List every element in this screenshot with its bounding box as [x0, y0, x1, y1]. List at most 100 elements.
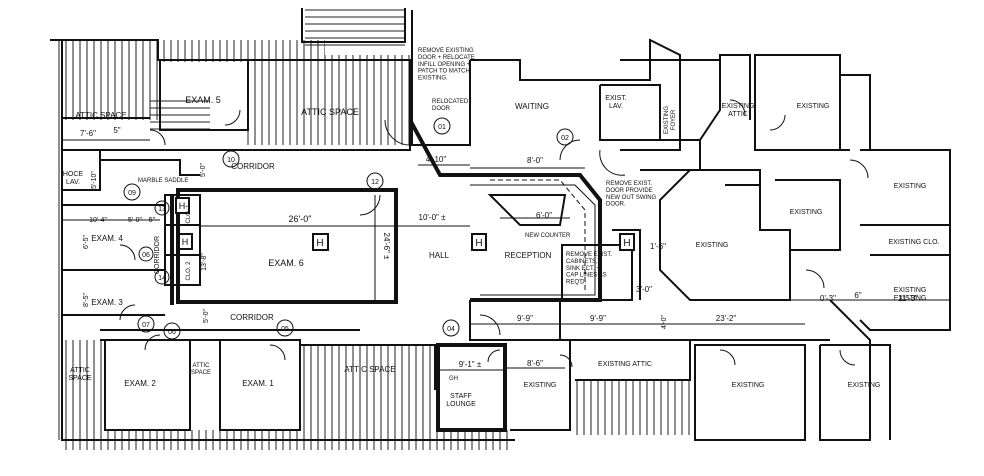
plan-label: 5'-0": [128, 217, 142, 224]
room-corridor-bottom: CORRIDOR: [230, 313, 274, 322]
room-existing-4: EXISTING: [696, 242, 729, 249]
room-existing-clo: EXISTING CLO.: [889, 239, 940, 246]
room-exam6: EXAM. 6: [268, 258, 304, 268]
plan-label: 9'-1" ±: [459, 360, 482, 369]
plan-label: 5'-10": [91, 171, 98, 189]
note-new-counter: NEW COUNTER: [525, 233, 571, 239]
door-tag: 09: [123, 183, 141, 201]
room-existing-2: EXISTING: [894, 183, 927, 190]
door-tag: 06: [163, 322, 181, 340]
plan-label: 02: [561, 135, 569, 142]
attic-hatch-regions: [58, 8, 690, 450]
plan-label: 8'-5": [83, 293, 90, 307]
room-attic-space-bottom: ATTIC SPACE: [344, 365, 395, 374]
door-tag: 01: [433, 117, 451, 135]
room-reception: RECEPTION: [505, 251, 552, 260]
plan-label: 07: [142, 322, 150, 329]
plan-label: 5'-0": [203, 309, 210, 323]
plan-label: H: [182, 237, 189, 247]
door-swings: [119, 99, 869, 368]
plan-label: H: [179, 201, 186, 211]
hvac-unit-icon: H: [471, 233, 487, 251]
plan-label: 3'-0": [636, 285, 652, 294]
plan-label: 0'-3": [820, 294, 836, 303]
note-remove-cabinets: REMOVE EXIST.CABINETS,SINK ECT. +CAP LIN…: [566, 252, 612, 286]
room-exam4: EXAM. 4: [91, 234, 123, 243]
plan-label: 6": [854, 291, 861, 300]
dimension-lines: [62, 139, 950, 371]
plan-label: 5": [113, 126, 120, 135]
room-existing-8: EXISTING: [848, 382, 881, 389]
door-tags: 01 02 04 05 06 07 09 10 12 13 14 06: [123, 117, 574, 340]
door-tag: 07: [137, 315, 155, 333]
plan-label: 06: [142, 252, 150, 259]
hvac-unit-icon: H: [312, 233, 329, 251]
hvac-unit-icon: H: [178, 233, 193, 250]
room-exam2: EXAM. 2: [124, 379, 156, 388]
plan-label: 26'-0": [289, 214, 312, 224]
room-existing-3: EXISTING: [790, 209, 823, 216]
plan-label: 12: [371, 179, 379, 186]
hvac-unit-icon: H: [175, 197, 190, 214]
plan-label: 14: [158, 275, 166, 282]
note-marble-saddle: MARBLE SADDLE: [138, 178, 188, 184]
plan-label: 4'-0": [661, 315, 668, 329]
room-exam5: EXAM. 5: [185, 95, 221, 105]
plan-label: 1'-6": [650, 242, 666, 251]
plan-label: 24'-6" ±: [382, 233, 391, 261]
plan-label: 10: [227, 157, 235, 164]
plan-label: 23'-2": [716, 314, 737, 323]
plan-label: 06: [168, 329, 176, 336]
door-tag: 02: [556, 128, 574, 146]
hvac-unit-icon: H: [619, 233, 635, 251]
room-existing-1: EXISTING: [797, 103, 830, 110]
plan-label: 13: [158, 206, 166, 213]
plan-label: 8'-0": [527, 156, 543, 165]
equipment-markers: H H H H H: [175, 197, 635, 251]
plan-label: 05: [281, 326, 289, 333]
room-exam3: EXAM. 3: [91, 298, 123, 307]
plan-label: 7'-6": [80, 129, 96, 138]
room-existing-5: EXISTING: [894, 287, 927, 294]
room-attic-space-top: ATTIC SPACE: [301, 107, 359, 117]
plan-label: 6'-0": [536, 211, 552, 220]
plan-label: 09: [128, 190, 136, 197]
room-waiting: WAITING: [515, 102, 549, 111]
door-tag: 05: [276, 319, 294, 337]
door-tag: 10: [222, 150, 240, 168]
room-labels: EXAM. 5 ATTIC SPACE ATTIC SPACE CORRIDOR…: [63, 95, 940, 408]
room-existing-foyer: EXISTINGFOYER: [664, 106, 677, 134]
door-tag: 06: [138, 246, 154, 262]
plan-label: H: [475, 238, 482, 249]
plan-label: 5'-0": [200, 163, 207, 177]
room-corridor-vertical: CORRIDOR: [154, 236, 161, 274]
room-corridor-top: CORRIDOR: [231, 162, 275, 171]
room-clo1: CLO. 1: [186, 204, 192, 224]
plan-label: H: [316, 238, 323, 249]
plan-label: 4'-10": [426, 155, 447, 164]
plan-label: 10'-0" ±: [419, 213, 447, 222]
plan-label: 8'-6": [527, 359, 543, 368]
plan-label: 11'-3": [898, 294, 918, 303]
dimension-text: 7'-6" 5" 5'-0" 4'-10" 8'-0" 26'-0" 10'-0…: [80, 126, 918, 369]
plan-label: 01: [438, 124, 446, 131]
door-tag: 04: [442, 319, 460, 337]
room-existing-9: EXISTING: [894, 295, 927, 302]
room-existing-6: EXISTING: [524, 382, 557, 389]
room-exist-lav: EXIST.LAV.: [605, 95, 626, 110]
note-gh: GH: [449, 376, 458, 382]
walls: [50, 8, 515, 441]
plan-label: 04: [447, 326, 455, 333]
plan-label: 13'-8": [201, 253, 208, 271]
plan-label: 6'-5": [83, 235, 90, 249]
room-existing-attic-bottom: EXISTING ATTIC: [598, 361, 652, 368]
